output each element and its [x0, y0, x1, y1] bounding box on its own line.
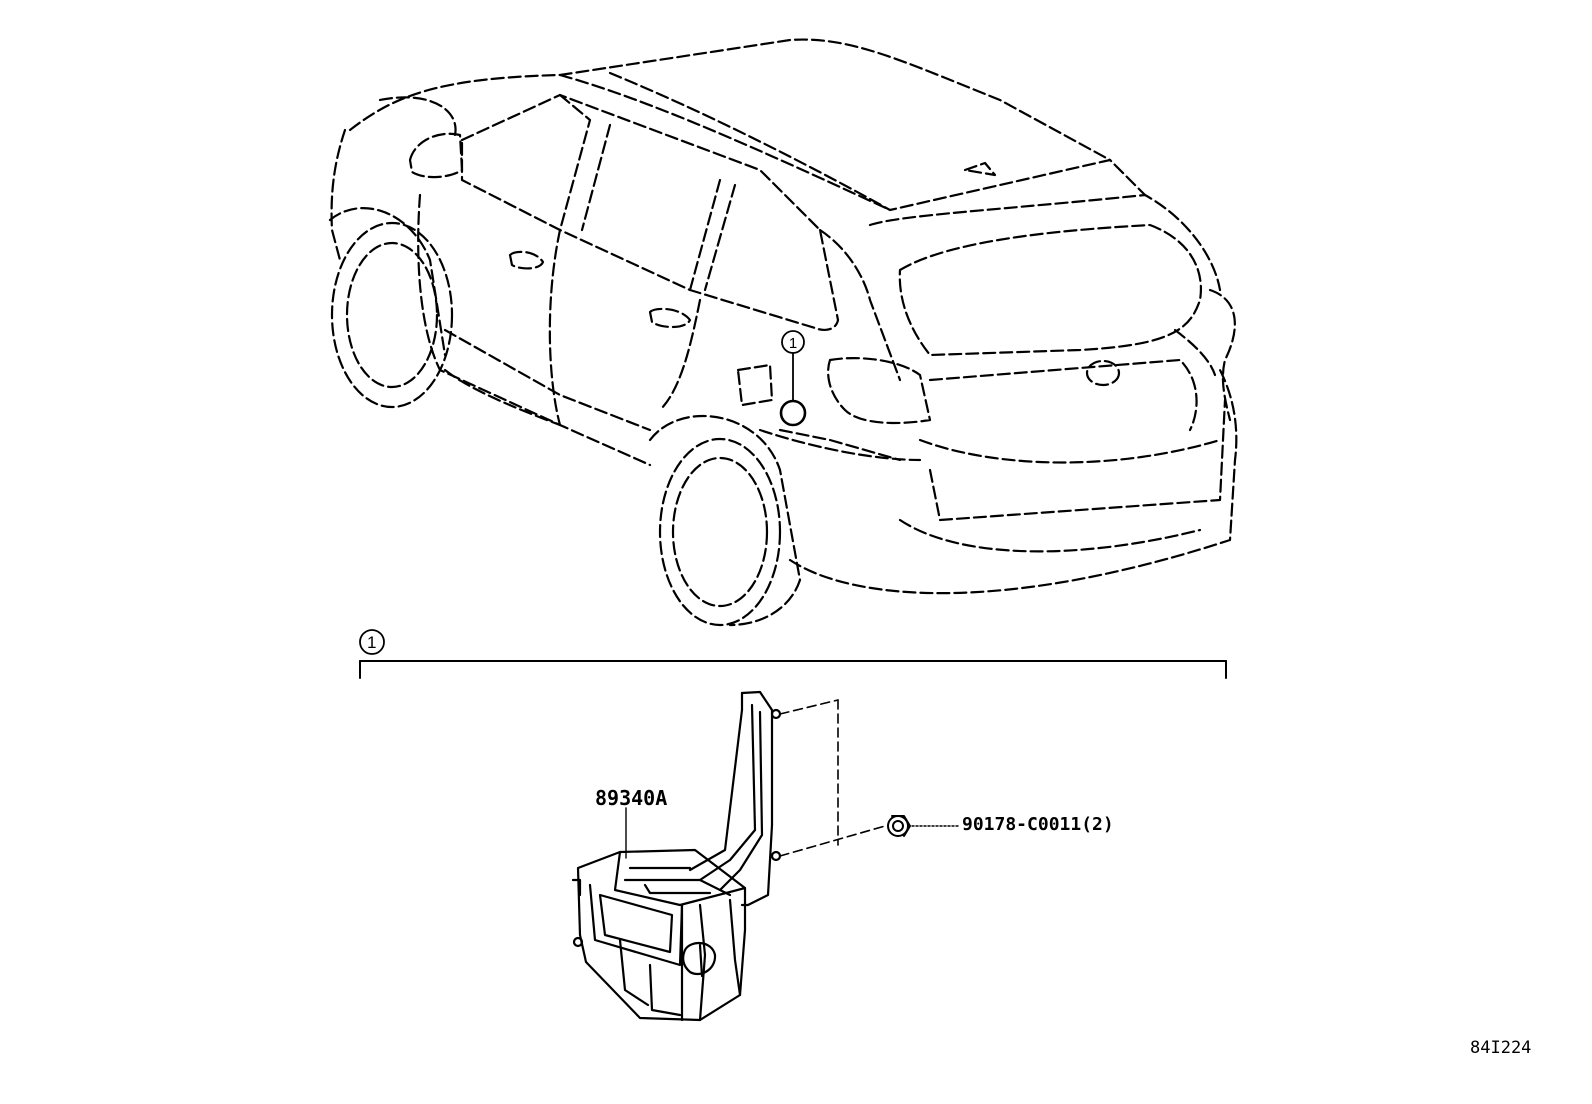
svg-text:1: 1 — [789, 335, 797, 352]
ecu-module — [571, 690, 782, 1022]
part-label-89340A[interactable]: 89340A — [595, 786, 668, 810]
figure-code: 84I224 — [1470, 1038, 1532, 1058]
assembly-callout-number: 1 — [367, 633, 377, 652]
assembly-bracket — [359, 629, 1227, 679]
clip-part — [887, 815, 911, 837]
part-label-90178[interactable]: 90178-C0011(2) — [962, 814, 1114, 835]
alignment-lines — [779, 699, 886, 857]
leader-lines — [625, 807, 961, 859]
vehicle-callout-1: 1 — [779, 330, 807, 427]
vehicle-outline — [328, 38, 1238, 627]
